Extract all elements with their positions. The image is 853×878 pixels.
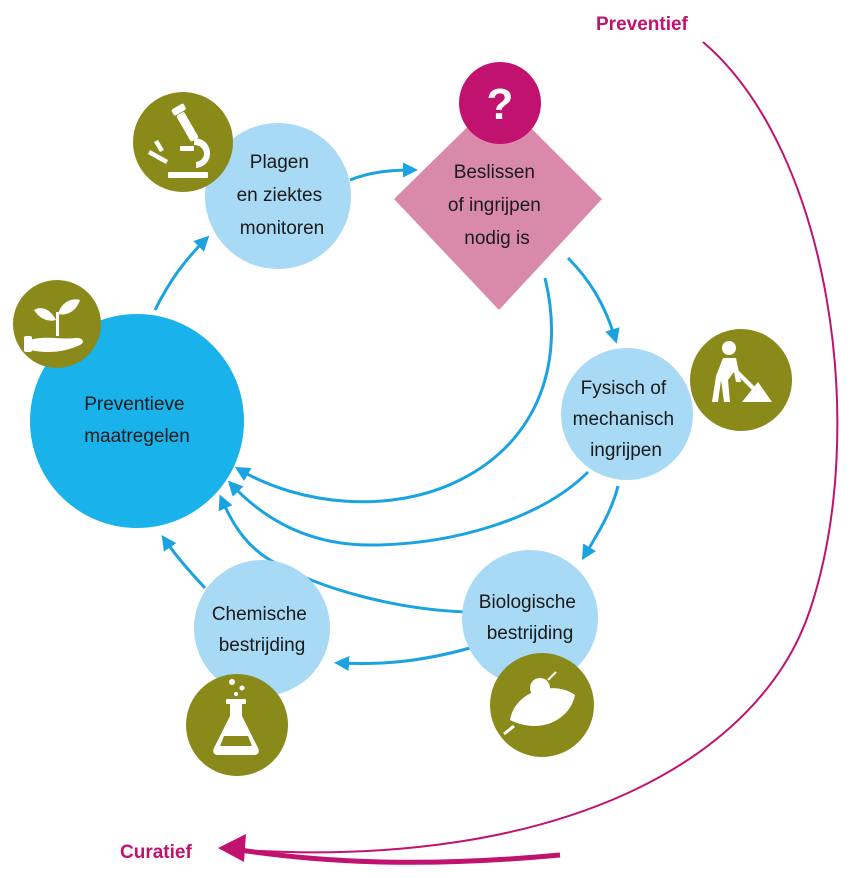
node-fysisch: Fysisch of mechanisch ingrijpen: [561, 348, 693, 480]
svg-text:Chemische bestrijding: Chemische bestrijding: [212, 604, 312, 656]
preventieve-line-1: Preventieve: [84, 394, 184, 415]
monitor-line-3: monitoren: [240, 218, 325, 239]
arrow-chemisch-to-preventieve: [161, 535, 207, 590]
biologisch-line-2: bestrijding: [487, 623, 574, 644]
curatief-arrow-head: [218, 834, 246, 862]
arrow-decide-back: [234, 277, 554, 504]
fysisch-line-1: Fysisch of: [581, 378, 667, 399]
svg-text:Plagen en ziektes: Plagen en ziektes monitoren: [237, 152, 328, 239]
biologisch-line-1: Biologische: [479, 592, 576, 613]
preventief-curatief-arc: [239, 41, 839, 854]
preventief-arc-thick: [239, 847, 561, 865]
arrow-monitor-to-decide: [349, 162, 418, 182]
monitor-line-2: en ziektes: [237, 185, 323, 206]
monitor-line-1: Plagen: [250, 152, 309, 173]
chemisch-line-1: Chemische: [212, 604, 307, 625]
svg-text:Biologische bestrijding: Biologische bestrijding: [479, 592, 581, 644]
arrow-fysisch-to-biologisch: [581, 485, 620, 561]
arrow-decide-to-fysisch: [566, 256, 620, 344]
node-biologisch: Biologische bestrijding: [462, 550, 598, 686]
ladybug-leaf-icon: [490, 653, 594, 757]
fysisch-line-3: ingrijpen: [590, 440, 662, 461]
question-mark: ?: [487, 80, 514, 129]
worker-shovel-icon: [690, 329, 792, 431]
question-icon: ?: [459, 62, 541, 144]
arrow-fysisch-back: [227, 470, 590, 547]
node-preventieve-maatregelen: Preventieve maatregelen: [30, 314, 244, 528]
microscope-icon: [133, 92, 233, 192]
plant-hand-icon: [13, 280, 101, 368]
arrow-preventieve-to-monitor: [153, 235, 210, 311]
flask-icon: [186, 674, 288, 776]
arrow-biologisch-to-chemisch: [334, 646, 471, 671]
decide-line-2: of ingrijpen: [448, 195, 541, 216]
preventieve-line-2: maatregelen: [84, 426, 190, 447]
svg-text:Preventieve maatregelen: Preventieve maatregelen: [84, 394, 190, 447]
preventief-label: Preventief: [596, 14, 689, 35]
node-decide: Beslissen of ingrijpen nodig is: [394, 96, 602, 310]
decide-line-1: Beslissen: [454, 162, 535, 183]
svg-text:Fysisch of mechanisch: Fysisch of mechanisch ingrijpen: [573, 378, 680, 461]
fysisch-line-2: mechanisch: [573, 409, 674, 430]
node-monitor: Plagen en ziektes monitoren: [205, 123, 351, 269]
chemisch-line-2: bestrijding: [219, 635, 306, 656]
curatief-label: Curatief: [120, 842, 192, 863]
node-chemisch: Chemische bestrijding: [194, 560, 330, 696]
decide-line-3: nodig is: [464, 228, 530, 249]
cycle-arrows: [153, 162, 620, 671]
svg-text:Beslissen of ingrijpen: Beslissen of ingrijpen nodig is: [448, 162, 546, 249]
